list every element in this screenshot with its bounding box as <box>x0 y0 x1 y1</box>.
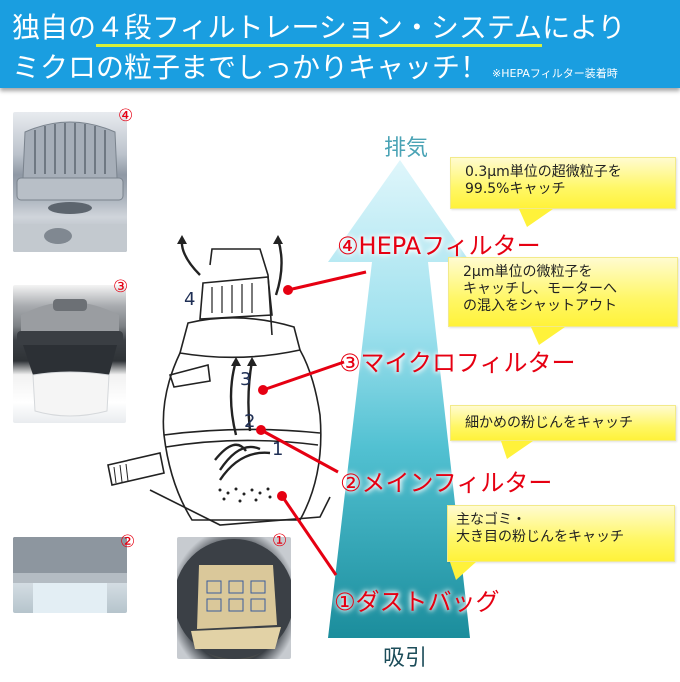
headline-highlight: ４段フィルトレーション・システム <box>96 11 543 47</box>
callout-tail <box>501 441 533 459</box>
vacuum-line-drawing: 4 3 2 1 <box>107 235 331 526</box>
photo-dust-bag <box>177 537 291 659</box>
stage-label-micro: ③マイクロフィルター <box>339 349 576 377</box>
photo-micro-filter <box>13 285 126 423</box>
headline-prefix: 独自の <box>12 11 97 44</box>
photo-number-1: ① <box>272 531 288 551</box>
callout-hepa-line-2: 99.5%キャッチ <box>465 181 566 197</box>
photo-number-2: ② <box>120 532 136 552</box>
step-number-3: 3 <box>240 369 251 390</box>
headline-line-2-text: ミクロの粒子までしっかりキャッチ！ <box>12 51 489 84</box>
callout-micro-line-1: 2μm単位の微粒子を <box>463 264 593 280</box>
callout-main-line-1: 細かめの粉じんをキャッチ <box>465 415 633 431</box>
callout-hepa-filter: 0.3μm単位の超微粒子を 99.5%キャッチ <box>450 157 676 227</box>
photo-main-filter <box>13 537 127 613</box>
callout-dust-bag: 主なゴミ・ 大き目の粉じんをキャッチ <box>447 505 675 580</box>
callout-tail <box>450 562 476 580</box>
callout-micro-filter: 2μm単位の微粒子を キャッチし、モーターへ の混入をシャットアウト <box>448 257 678 345</box>
suction-label: 吸引 <box>383 646 428 671</box>
stage-label-hepa: ④HEPAフィルター <box>337 232 541 260</box>
headline-line-2: ミクロの粒子までしっかりキャッチ！※HEPAフィルター装着時 <box>12 46 618 86</box>
callout-tail <box>531 327 565 345</box>
exhaust-label: 排気 <box>384 136 429 161</box>
hepa-filter-illustration <box>13 121 127 252</box>
photo-hepa-filter <box>13 112 127 252</box>
callout-hepa-line-1: 0.3μm単位の超微粒子を <box>465 164 622 180</box>
photo-number-4: ④ <box>118 106 134 126</box>
dust-bag-illustration <box>177 539 291 659</box>
callout-micro-line-3: の混入をシャットアウト <box>463 298 617 314</box>
callout-main-filter: 細かめの粉じんをキャッチ <box>450 405 676 459</box>
stage-label-dust-bag: ①ダストバッグ <box>334 588 500 616</box>
photo-number-3: ③ <box>113 277 129 297</box>
airflow-arrow <box>320 160 480 640</box>
micro-filter-illustration <box>17 299 123 417</box>
header-banner: 独自の４段フィルトレーション・システムにより ミクロの粒子までしっかりキャッチ！… <box>0 0 680 88</box>
vacuum-cutaway-diagram: 4 3 2 1 <box>100 235 340 530</box>
step-number-4: 4 <box>184 289 195 310</box>
main-filter-illustration <box>13 537 127 613</box>
step-number-1: 1 <box>272 439 283 460</box>
stage-label-main: ②メインフィルター <box>340 469 553 497</box>
callout-micro-line-2: キャッチし、モーターへ <box>463 281 617 297</box>
callout-tail <box>519 209 553 227</box>
headline-note: ※HEPAフィルター装着時 <box>492 67 618 80</box>
headline-suffix: により <box>542 11 626 44</box>
callout-dust-line-1: 主なゴミ・ <box>456 512 526 528</box>
callout-dust-line-2: 大き目の粉じんをキャッチ <box>456 529 624 545</box>
step-number-2: 2 <box>244 411 255 432</box>
headline-line-1: 独自の４段フィルトレーション・システムにより <box>12 6 626 47</box>
airflow-arrow-shape <box>328 160 470 638</box>
